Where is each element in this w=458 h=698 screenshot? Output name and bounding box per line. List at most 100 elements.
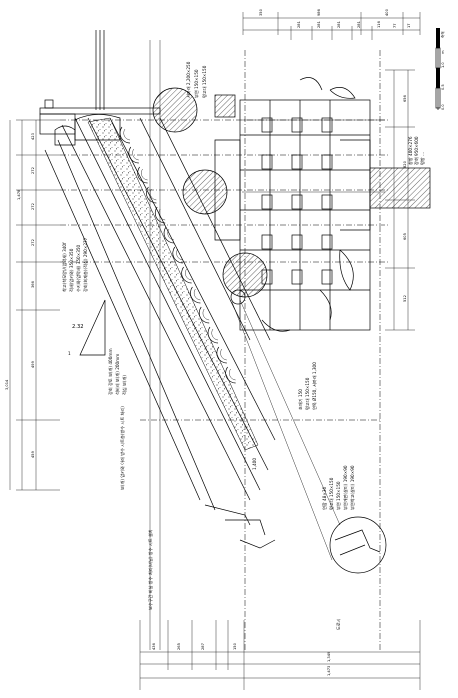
label-right-mid-1: 창방 400×276 [407,136,413,165]
roof-tile-inner [220,348,227,361]
scale-mark-1: 0.5 [441,84,445,90]
scale-mark-0: 0.0 [441,104,445,110]
roof-tile-inner [176,248,183,261]
bottom-dimension-3: 150 [233,642,237,650]
roof-tile-inner [202,308,210,321]
label-mid-2: 석비레 보(개) 200mm [114,354,121,395]
top-dimension-lines [242,12,421,40]
left-dimension-texts: 423 272 272 272 366 499 459 3,014 1,478 [5,133,35,458]
label-top-1: 서까래 2,200×250 [185,61,192,98]
label-left-2: 적새(암키와) 350×350 [68,248,75,292]
top-dimension-5: 281 [337,21,341,28]
right-dimension-2: 605 [403,233,407,240]
axis-lines [60,40,390,650]
roof-tile [198,306,210,324]
label-right-mid-2: 장혀 950×600 [413,136,420,165]
left-dimension-1: 272 [31,167,35,174]
label-left-1: 착고(착모양)/(암막새) 340f [61,242,68,292]
top-dimension-7: 116 [377,20,381,28]
label-mid-1: 강회 강토 보(개) 400mm [107,348,114,395]
left-dimension-6: 459 [31,450,35,458]
roof-tile [225,366,236,384]
bracket-structure [214,77,385,332]
label-left-3: 수키와(암막새) 350×350 [75,244,82,292]
roof-tile [172,246,183,264]
roof-tile [154,206,166,224]
roof-tile [181,266,192,284]
slope-unit-text: 1 [68,351,71,356]
bottom-dimension-lines [139,620,421,690]
scale-mark-2: 1.0 [441,62,445,68]
right-dimension-texts: 656 820 605 512 [403,94,407,302]
top-dimension-6: 281 [357,21,361,28]
top-dimension-8: 77 [393,23,397,28]
label-top-3: 평고대 150×150 [201,65,208,98]
left-dimension-3: 272 [31,239,35,246]
top-dimension-3: 281 [297,21,301,28]
label-right-mid-3: 평방 ... [419,152,425,165]
label-right-block-1: 연함 48×36 [321,486,327,510]
label-right-block-4: 부연개판(살미) 190×90 [342,465,349,510]
right-dimension-3: 512 [403,295,407,302]
detail-circle [231,299,387,574]
label-center: 보(개) 암키와 아래 방수 시트층(방수 시트 처리) [119,406,126,490]
roof-tiles [119,126,236,384]
left-dimension-lines [9,119,60,491]
label-mid-callout: 1,400 [252,458,257,470]
roof-tile-inner [185,268,192,281]
roof-tile-inner [149,188,157,201]
slope-indicator: 2.32 1 [68,299,106,356]
right-dimension-0: 656 [403,94,407,102]
roof-tile [163,226,175,244]
roof-tile [128,146,139,164]
roof-tile-inner [193,288,201,301]
label-mid-3: 적심 보(개) [121,375,128,395]
top-dimension-4: 281 [317,21,321,28]
bottom-dimension-2: 287 [201,643,205,650]
bottom-dimension-partial: 1,349 [327,651,331,662]
scale-bar: 축척 0.0 0.5 1.0 m [435,28,445,110]
bottom-dimension-0: 436 [152,642,156,650]
left-dimension-4: 366 [31,280,35,288]
left-dimension-2: 272 [31,203,35,210]
right-dimension-1: 820 [403,160,407,168]
slope-ratio-text: 2.32 [72,324,84,330]
roof-tile [119,126,131,144]
top-dimension-9: 17 [407,23,411,28]
top-dimension-2: 400 [385,8,389,16]
left-dimension-total: 3,014 [5,379,9,390]
label-right-block-2: 평고대 150×150 [328,477,335,510]
left-dimension-0: 423 [31,133,35,140]
timber-sections [152,87,431,305]
top-dimension-0: 350 [259,8,263,16]
roof-tile-inner [167,228,175,241]
roof-tile [216,346,227,364]
label-left-4: 강회(회재층)(적심) 290×277 [82,237,89,292]
label-right-top-3: 연목 Ø150, 서까래 1,300 [311,362,318,410]
roof-tile-inner [211,328,219,341]
roof-tile-inner [158,208,166,221]
label-bottom-center: 보수구간 비닐 방수 처리(비닐) 방수 시트 설치 [147,529,154,610]
scale-unit: m [441,50,445,54]
roof-tile [207,326,219,344]
label-bottom-right: 도로시 [336,618,341,630]
top-dimension-texts: 350 986 400 281 281 281 281 116 77 17 [259,8,411,28]
roof-tile-inner [123,128,131,141]
roof-tile [146,186,157,204]
roof-tile [190,286,201,304]
label-right-block-5: 부연착고(살미) 190×90 [349,465,356,510]
label-right-top-2: 평고대 150×150 [304,377,311,410]
left-dimension-5: 499 [31,360,35,368]
label-right-block-3: 부연 150×150 [335,481,342,510]
roof-tile-inner [132,148,139,161]
annotations: 서까래 2,200×250 부연 150×150 평고대 150×150 착고(… [61,61,425,630]
roof-tile [137,166,148,184]
left-dimension-partial: 1,478 [17,189,21,200]
roof-tile-inner [229,368,236,381]
top-dimension-1: 986 [317,8,321,16]
roof-tile-inner [141,168,148,181]
scale-label: 축척 [440,31,445,38]
label-right-top-1: 초매기 150 [297,389,304,410]
